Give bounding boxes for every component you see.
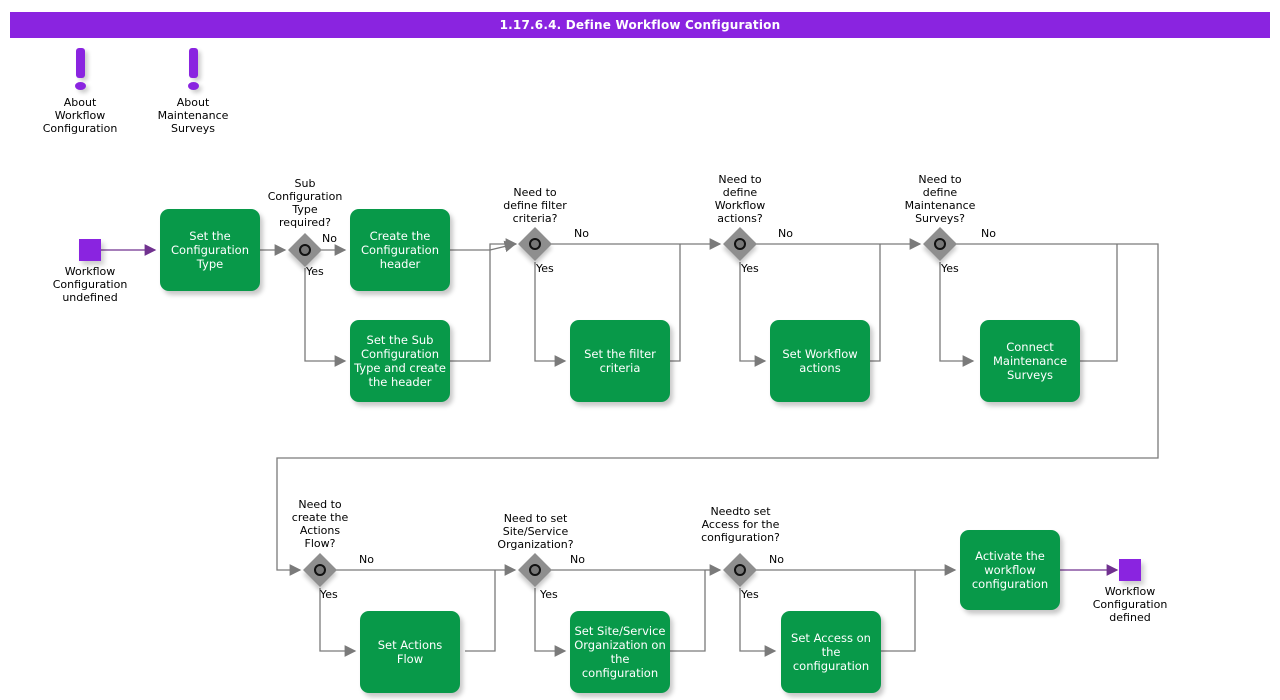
gateway-circle-icon (529, 564, 541, 576)
gateway-branch-yes: Yes (540, 588, 558, 601)
exclamation-icon (20, 48, 140, 96)
gateway-need-to-define-maintenance-surveys[interactable] (923, 227, 957, 261)
gateway-branch-yes: Yes (741, 588, 759, 601)
gateway-branch-no: No (574, 227, 589, 240)
gateway-need-to-define-filter-criteria[interactable] (518, 227, 552, 261)
gateway-circle-icon (529, 238, 541, 250)
task-label: Set Actions Flow (377, 638, 443, 666)
gateway-circle-icon (734, 238, 746, 250)
gateway-circle-icon (734, 564, 746, 576)
gateway-branch-yes: Yes (941, 262, 959, 275)
gateway-circle-icon (299, 244, 311, 256)
gateway-circle-icon (934, 238, 946, 250)
gateway-branch-yes: Yes (741, 262, 759, 275)
gateway-branch-no: No (570, 553, 585, 566)
gateway-branch-no: No (322, 232, 337, 245)
task-set-actions-flow[interactable]: Set Actions Flow (360, 611, 460, 693)
end-event[interactable] (1119, 559, 1141, 581)
gateway-branch-yes: Yes (306, 265, 324, 278)
exclamation-icon (133, 48, 253, 96)
gateway-branch-no: No (981, 227, 996, 240)
gateway-branch-no: No (778, 227, 793, 240)
gateway-need-to-define-workflow-actions[interactable] (723, 227, 757, 261)
gateway-branch-yes: Yes (320, 588, 338, 601)
gateway-need-to-set-access-for-configuration[interactable] (723, 553, 757, 587)
gateway-branch-yes: Yes (536, 262, 554, 275)
gateway-need-to-create-actions-flow[interactable] (303, 553, 337, 587)
gateway-branch-no: No (769, 553, 784, 566)
gateway-sub-configuration-type-required[interactable] (288, 233, 322, 267)
gateway-circle-icon (314, 564, 326, 576)
gateway-branch-no: No (359, 553, 374, 566)
start-event[interactable] (79, 239, 101, 261)
page-title: 1.17.6.4. Define Workflow Configuration (10, 12, 1270, 38)
gateway-need-to-set-site-service-organization[interactable] (518, 553, 552, 587)
